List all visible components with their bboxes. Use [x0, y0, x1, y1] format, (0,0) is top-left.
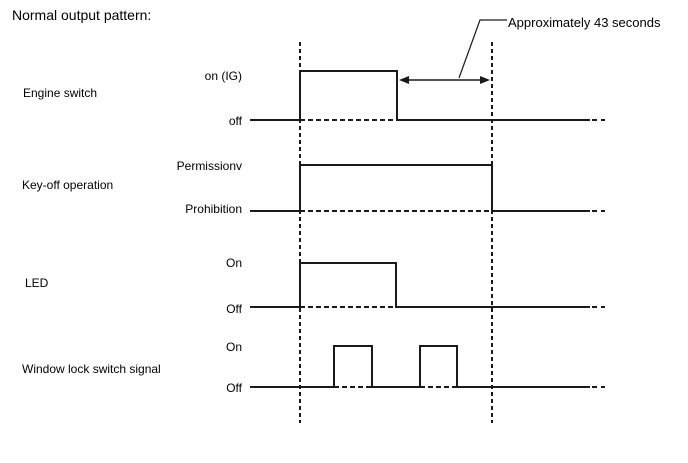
- duration-arrow-head-right: [480, 76, 490, 84]
- signal-name-engine-switch: Engine switch: [23, 86, 98, 100]
- level-label-led-on: On: [225, 256, 242, 270]
- duration-annotation: Approximately 43 seconds: [508, 15, 661, 30]
- level-label-led-off: Off: [226, 302, 242, 316]
- signal-name-window-lock: Window lock switch signal: [22, 362, 161, 376]
- signal-name-led: LED: [25, 276, 49, 290]
- signal-trace-3: [250, 345, 590, 388]
- duration-arrow-head-left: [399, 76, 409, 84]
- level-label-permission: Permissionv: [176, 159, 242, 173]
- level-label-prohibition: Prohibition: [185, 202, 242, 216]
- level-label-engine-off: off: [228, 114, 242, 128]
- signal-trace-2: [250, 262, 590, 308]
- level-label-engine-on: on (IG): [204, 69, 242, 83]
- signal-name-key-off-operation: Key-off operation: [22, 178, 114, 192]
- annotation-leader-line: [458, 19, 507, 79]
- level-label-window-lock-on: On: [225, 340, 242, 354]
- signal-trace-1: [250, 164, 590, 212]
- level-label-window-lock-off: Off: [226, 381, 242, 395]
- diagram-title: Normal output pattern:: [12, 7, 152, 23]
- signal-trace-0: [250, 70, 590, 121]
